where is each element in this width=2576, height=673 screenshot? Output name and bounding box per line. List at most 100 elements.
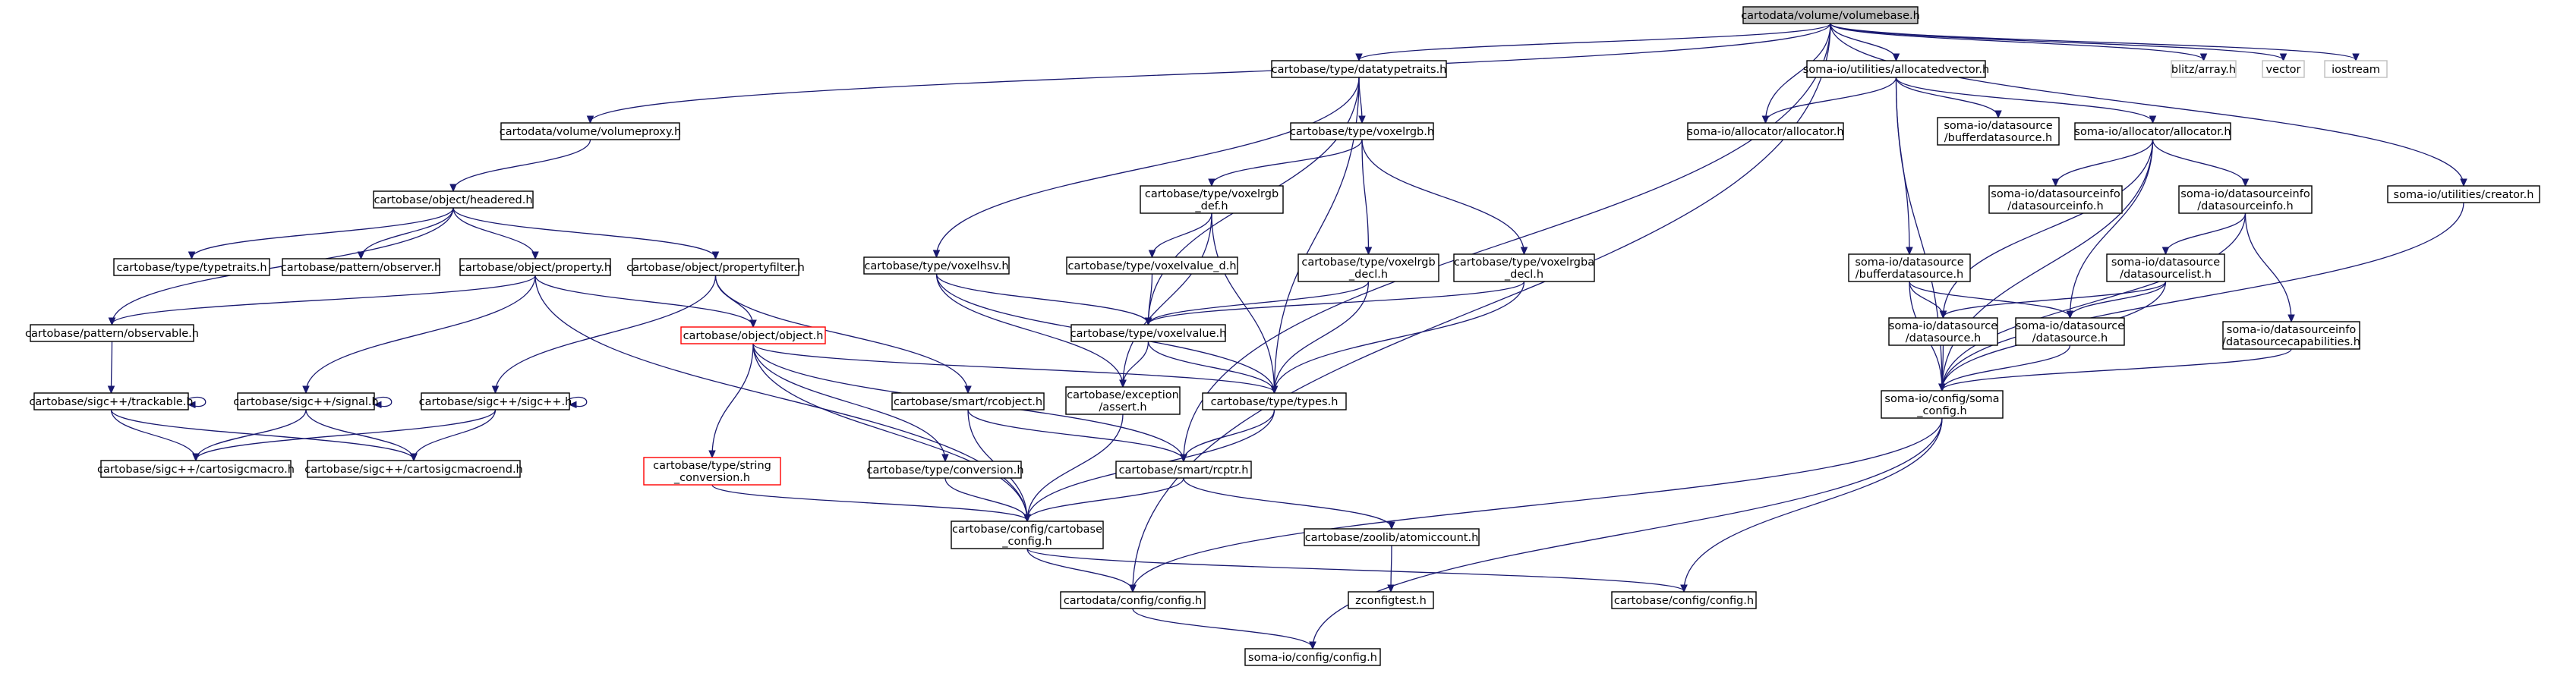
edge-headered-to-observer [357,207,454,260]
node-volumeproxy[interactable]: cartodata/volume/volumeproxy.h [500,122,681,140]
node-observer[interactable]: cartobase/pattern/observer.h [281,258,441,276]
edge-root-to-datatypetraits [1355,23,1831,62]
node-voxelrgbadecl[interactable]: cartobase/type/voxelrgba_decl.h [1453,253,1595,282]
node-atomiccount[interactable]: cartobase/zoolib/atomiccount.h [1304,528,1480,546]
node-cbconfig[interactable]: cartobase/config/cartobase_config.h [951,520,1104,549]
node-box [951,520,1104,549]
node-sigcpp[interactable]: cartobase/sigc++/sigc++.h [419,392,572,410]
edge-root-to-volumeproxy [586,23,1831,124]
node-bufferds2[interactable]: soma-io/datasource/bufferdatasource.h [1848,253,1971,282]
node-box [1066,256,1238,275]
node-allocator2[interactable]: soma-io/allocator/allocator.h [2074,122,2231,140]
node-label: cartobase/type/voxelvalue.h [1070,328,1227,340]
edge-root-to-blitz [1830,23,2208,62]
edge-allocator2-to-dsinfoh1 [2051,139,2154,187]
node-root[interactable]: cartodata/volume/volumebase.h [1741,6,1920,24]
edge-root-to-creator [1830,23,2467,187]
edge-rcptr-to-atomiccount [1183,477,1395,530]
node-box [869,461,1022,479]
node-rcptr[interactable]: cartobase/smart/rcptr.h [1115,461,1252,479]
node-allocatorh[interactable]: soma-io/allocator/allocator.h [1687,122,1844,140]
node-label: _decl.h [1348,269,1388,281]
node-voxelrgbdecl[interactable]: cartobase/type/voxelrgb_decl.h [1297,253,1439,282]
edge-propertyfilter-to-sigcpp [491,275,717,395]
edge-object-to-cbconfig [752,343,1031,523]
edge-root-to-vector [1830,23,2288,62]
node-label: _conversion.h [673,472,750,484]
node-blitz[interactable]: blitz/array.h [2171,60,2237,78]
node-propertyfilter[interactable]: cartobase/object/propertyfilter.h [626,258,805,276]
node-voxelrgbdef[interactable]: cartobase/type/voxelrgb_def.h [1140,185,1284,214]
node-box [1290,122,1434,140]
node-voxelvalued[interactable]: cartobase/type/voxelvalue_d.h [1066,256,1238,275]
edge-dslist-to-ds1 [1939,281,2167,319]
node-label: soma-io/datasource [2111,256,2220,269]
node-dsinfoh2[interactable]: soma-io/datasourceinfo/datasourceinfo.h [2178,185,2313,214]
edge-stringconv-to-cbconfig [711,484,1031,523]
node-headered[interactable]: cartobase/object/headered.h [373,190,534,209]
edge-dsinfoh2-to-dscap [2244,212,2295,323]
node-observable[interactable]: cartobase/pattern/observable.h [25,324,199,342]
node-label: cartobase/sigc++/sigc++.h [419,396,572,408]
node-box [1304,528,1480,546]
edge-voxelrgb-to-voxelrgbdef [1208,139,1363,187]
node-cbconfigh[interactable]: cartobase/config/config.h [1611,591,1757,609]
node-label: _config.h [1916,405,1966,417]
edge-cdconfig-to-somaconfigh [1132,608,1316,650]
node-box [2015,317,2125,346]
node-conversion[interactable]: cartobase/type/conversion.h [866,461,1024,479]
node-label: cartodata/volume/volumeproxy.h [500,126,681,138]
node-voxelvalue[interactable]: cartobase/type/voxelvalue.h [1070,324,1227,342]
node-label: cartobase/type/voxelrgb [1301,256,1435,269]
node-creator[interactable]: soma-io/utilities/creator.h [2387,185,2540,203]
node-vector[interactable]: vector [2262,60,2305,78]
edge-trackable-to-cartosigcmacro [110,409,200,462]
node-label: cartobase/type/typetraits.h [116,262,266,274]
node-box [1115,461,1252,479]
node-box [1070,324,1226,342]
node-cdconfig[interactable]: cartodata/config/config.h [1060,591,1206,609]
node-somaconfigh[interactable]: soma-io/config/config.h [1244,648,1381,666]
node-allocatedvector[interactable]: soma-io/utilities/allocatedvector.h [1803,60,1989,78]
node-iostream[interactable]: iostream [2324,60,2388,78]
node-signal[interactable]: cartobase/sigc++/signal.h [233,392,379,410]
node-typetraits[interactable]: cartobase/type/typetraits.h [113,258,270,276]
node-voxelhsv[interactable]: cartobase/type/voxelhsv.h [863,256,1010,275]
node-voxelrgb[interactable]: cartobase/type/voxelrgb.h [1290,122,1434,140]
node-label: /datasource.h [2032,332,2108,344]
node-label: cartobase/zoolib/atomiccount.h [1305,532,1479,544]
edge-atomiccount-to-zconfigtest [1387,545,1395,593]
node-dscap[interactable]: soma-io/datasourceinfo/datasourcecapabil… [2222,321,2360,350]
edge-dslist-to-ds2 [2066,281,2167,319]
node-stringconv[interactable]: cartobase/type/string_conversion.h [643,457,781,486]
edge-voxelrgbdef-to-voxelvalued [1148,212,1212,259]
node-rcobject[interactable]: cartobase/smart/rcobject.h [891,392,1045,410]
node-property[interactable]: cartobase/object/property.h [459,258,611,276]
node-dsinfoh1[interactable]: soma-io/datasourceinfo/datasourceinfo.h [1988,185,2123,214]
node-box [2262,60,2305,78]
node-box [1140,185,1284,214]
node-trackable[interactable]: cartobase/sigc++/trackable.h [29,392,194,410]
node-object[interactable]: cartobase/object/object.h [680,326,826,344]
edge-root-to-allocatedvector [1830,23,1900,62]
node-box [1271,60,1447,78]
node-ds2[interactable]: soma-io/datasource/datasource.h [2015,317,2125,346]
node-box [2171,60,2237,78]
node-cartosigcmacroend[interactable]: cartobase/sigc++/cartosigcmacroend.h [304,460,523,478]
node-box [1453,253,1595,282]
node-ds1[interactable]: soma-io/datasource/datasource.h [1888,317,1998,346]
node-cartosigcmacro[interactable]: cartobase/sigc++/cartosigcmacro.h [97,460,295,478]
node-assert[interactable]: cartobase/exception/assert.h [1065,386,1181,415]
node-bufferds[interactable]: soma-io/datasource/bufferdatasource.h [1937,117,2060,146]
node-types[interactable]: cartobase/type/types.h [1202,392,1347,410]
node-somaconfig[interactable]: soma-io/config/soma_config.h [1881,390,2004,419]
node-label: cartobase/type/voxelhsv.h [864,260,1008,272]
node-datatypetraits[interactable]: cartobase/type/datatypetraits.h [1271,60,1447,78]
node-label: _config.h [1001,536,1052,548]
edge-voxelvalue-to-types [1147,341,1279,395]
node-label: /bufferdatasource.h [1944,132,2053,144]
node-dslist[interactable]: soma-io/datasource/datasourcelist.h [2106,253,2225,282]
node-layer: cartodata/volume/volumebase.h cartobase/t… [25,6,2540,666]
edge-headered-to-property [452,207,539,260]
node-zconfigtest[interactable]: zconfigtest.h [1348,591,1434,609]
